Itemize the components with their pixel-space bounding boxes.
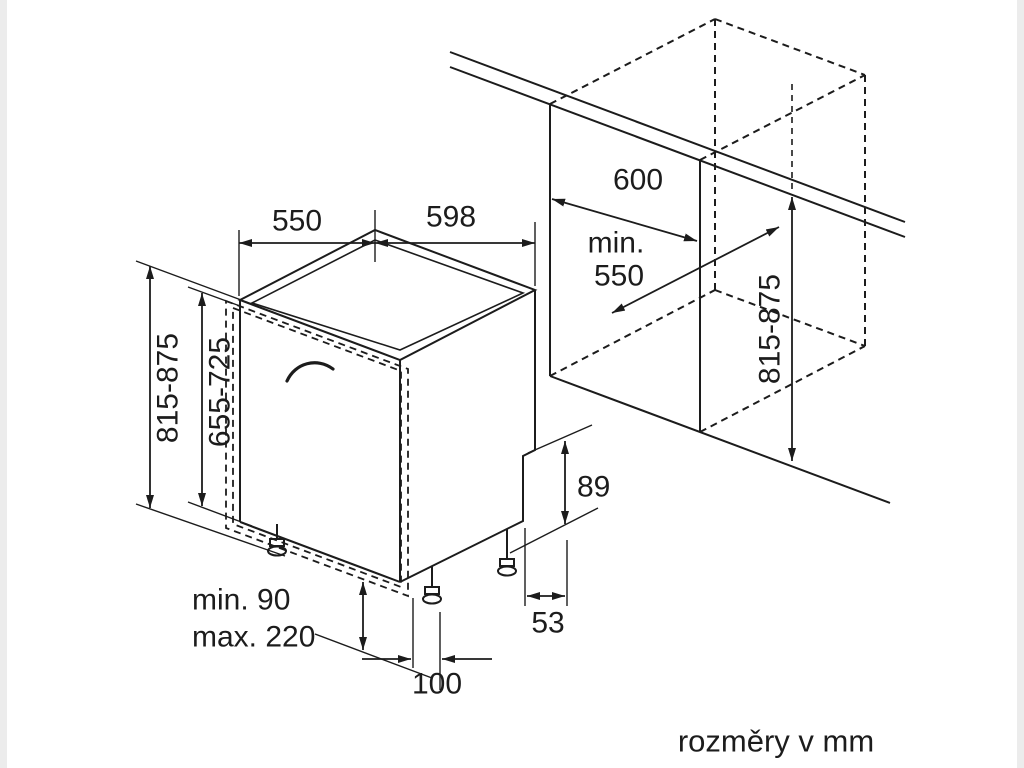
dim-niche-depth: min. 550 [588,226,780,314]
adjustable-feet [267,524,517,605]
dim-plinth-depth-label: 100 [412,668,462,701]
dim-appliance-height: 815-875 [135,260,286,557]
dim-niche-depth-value: 550 [594,260,644,293]
front-bottom-edge [239,521,401,583]
cavity-edge [714,18,866,76]
worktop-bottom-edge [449,66,906,238]
right-edge-strip [1017,0,1024,768]
dim-plinth-height: min. 90 max. 220 [192,582,433,679]
door-panel-outer [225,299,409,598]
top-face-inner-rim [249,239,526,351]
cavity-edge [714,289,866,347]
floor-line [549,375,891,504]
extension-line [135,260,253,305]
dim-rear-recess-depth-label: 53 [531,607,564,640]
dim-width-top: 598 [375,201,536,286]
niche-opening [549,104,891,504]
furniture-door-panel [225,299,409,598]
dim-niche-height-label: 815-875 [754,274,787,384]
foot-base [497,565,517,577]
cavity-edge [549,18,716,105]
dim-appliance-height-label: 815-875 [152,333,185,443]
dim-niche-height: 815-875 [754,84,796,461]
worktop-top-edge [449,51,906,223]
door-panel-inner [232,306,402,589]
dim-plinth-depth: 100 [362,598,492,701]
foot-base [422,593,442,605]
foot [424,586,440,595]
dim-plinth-min-label: min. 90 [192,584,290,617]
dim-niche-width-label: 600 [613,164,663,197]
dim-depth-top-label: 550 [272,205,322,238]
extension-line [187,501,253,527]
units-caption: rozměry v mm [678,724,874,759]
extension-line [187,286,241,307]
dishwasher-body [237,228,538,605]
drawing-root: 550 598 600 min. 550 815-875 [135,18,906,759]
extension-line [527,424,593,454]
extension-line [135,503,286,557]
dim-niche-width: 600 [551,164,698,242]
dim-niche-depth-label-min: min. [588,227,645,260]
side-face-with-recess [399,290,536,583]
dim-door-panel-height: 655-725 [187,286,253,527]
foot [499,558,515,567]
worktop [449,51,906,238]
dim-rear-recess-height: 89 [509,424,610,554]
dimension-arrow [611,226,780,314]
extension-line [314,633,433,679]
door-handle [285,361,335,383]
top-face [237,228,538,362]
dim-plinth-max-label: max. 220 [192,621,315,654]
dim-rear-recess-height-label: 89 [577,471,610,504]
dim-rear-recess-depth: 53 [524,528,568,640]
niche-cavity-dashed [549,18,866,433]
dim-width-top-label: 598 [426,201,476,234]
cavity-edge [699,74,866,161]
dim-depth-top: 550 [238,205,376,296]
left-edge-strip [0,0,7,768]
dim-door-panel-height-label: 655-725 [204,337,237,447]
